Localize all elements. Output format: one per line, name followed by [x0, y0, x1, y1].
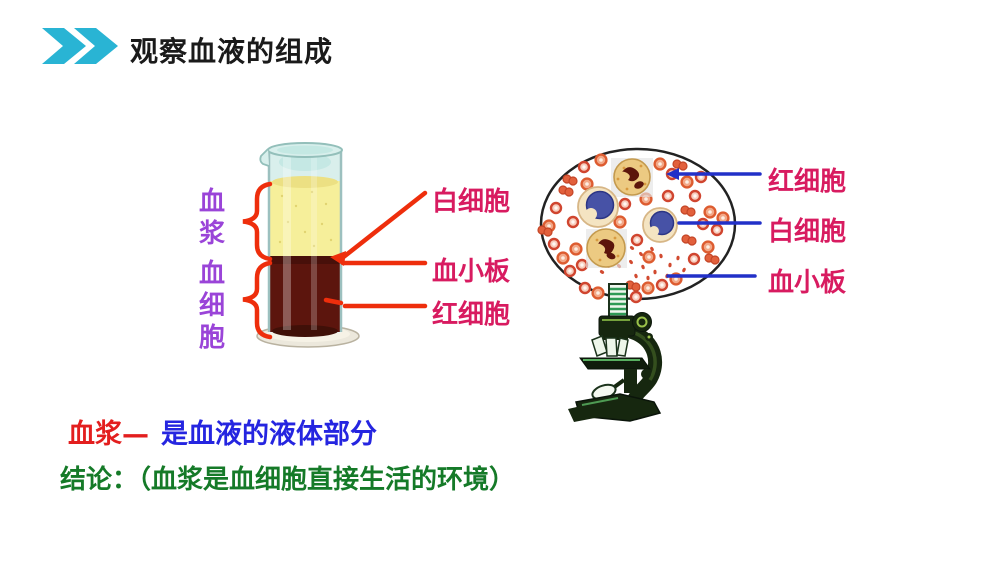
tube-label-white-cells: 白细胞	[432, 187, 511, 217]
white-blood-cell	[577, 186, 619, 228]
tube-label-red-cells: 红细胞	[432, 300, 511, 330]
neutrophil-cell	[586, 228, 627, 268]
platelet-layer-arrowhead	[330, 251, 346, 266]
neutrophil-cell	[611, 158, 653, 197]
note-plasma-definition: 血浆— 是血液的液体部分	[68, 412, 377, 451]
test-tube-illustration	[256, 142, 360, 348]
tube-label-platelets: 血小板	[432, 257, 511, 287]
microscope-illustration	[568, 283, 663, 422]
rbc-arrowhead	[666, 168, 679, 180]
micro-label-red-cells: 红细胞	[768, 167, 847, 197]
page-title: 观察血液的组成	[130, 35, 334, 68]
microscope-field	[537, 147, 737, 304]
blood-cells-bracket	[242, 260, 273, 340]
micro-label-white-cells: 白细胞	[768, 217, 847, 247]
tube-pointer-lines	[323, 190, 428, 309]
note-conclusion: 结论：（血浆是血细胞直接生活的环境）	[60, 465, 516, 495]
chevrons-icon	[42, 28, 118, 64]
plasma-bracket	[242, 181, 273, 262]
micro-label-platelets: 血小板	[768, 268, 847, 298]
plasma-bracket-label: 血浆	[198, 187, 225, 249]
note-definition: 是血液的液体部分	[161, 419, 377, 450]
note-term: 血浆—	[68, 419, 149, 450]
white-blood-cell	[642, 207, 678, 243]
blood-cells-bracket-label: 血细胞	[198, 259, 225, 353]
micro-pointer-lines	[666, 172, 762, 278]
